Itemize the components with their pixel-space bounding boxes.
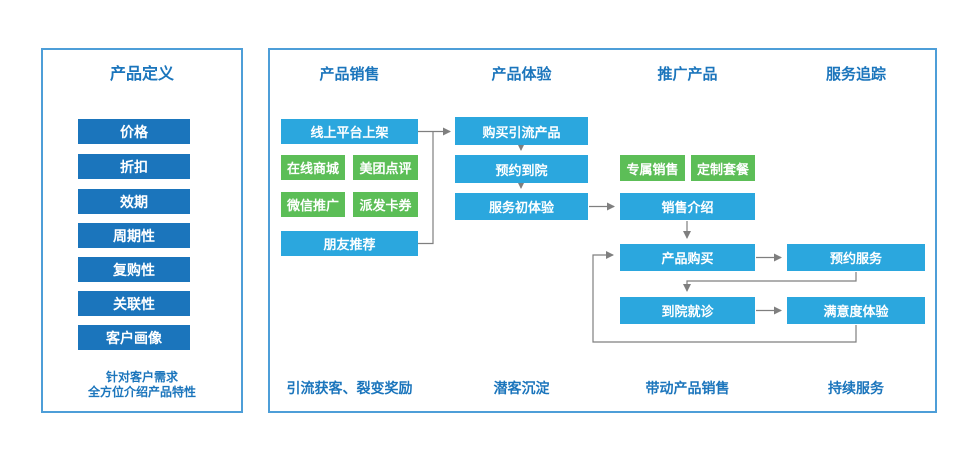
note-line-1: 针对客户需求 xyxy=(105,370,178,384)
node-first-service-experience: 服务初体验 xyxy=(455,193,588,220)
definition-item-customer-profile: 客户画像 xyxy=(78,325,190,350)
node-sales-introduction: 销售介绍 xyxy=(620,193,755,220)
column-footer-continuous-service: 持续服务 xyxy=(828,380,884,396)
column-header-product-sales: 产品销售 xyxy=(319,66,380,83)
node-hospital-visit: 到院就诊 xyxy=(620,297,755,324)
node-custom-package: 定制套餐 xyxy=(691,155,755,181)
column-footer-drive-product-sales: 带动产品销售 xyxy=(645,380,730,396)
node-friend-referral: 朋友推荐 xyxy=(281,231,418,256)
flow-panel xyxy=(268,48,937,413)
node-buy-lead-product: 购买引流产品 xyxy=(455,117,588,145)
node-exclusive-sales: 专属销售 xyxy=(620,155,685,181)
node-wechat-promotion: 微信推广 xyxy=(281,192,345,217)
definition-item-relevance: 关联性 xyxy=(78,291,190,316)
definition-item-periodicity: 周期性 xyxy=(78,223,190,248)
node-meituan-dianping: 美团点评 xyxy=(353,155,418,180)
definition-item-validity: 效期 xyxy=(78,189,190,214)
note-line-2: 全方位介绍产品特性 xyxy=(87,385,196,399)
column-header-service-tracking: 服务追踪 xyxy=(825,66,886,83)
left-panel-title: 产品定义 xyxy=(109,66,174,83)
definition-item-discount: 折扣 xyxy=(78,154,190,179)
node-online-mall: 在线商城 xyxy=(281,155,345,180)
definition-item-price: 价格 xyxy=(78,119,190,144)
definition-item-repurchase: 复购性 xyxy=(78,257,190,282)
node-book-service: 预约服务 xyxy=(787,244,925,271)
left-panel-note: 针对客户需求 全方位介绍产品特性 xyxy=(41,370,243,400)
node-product-purchase: 产品购买 xyxy=(620,244,755,271)
column-footer-lead-acquisition: 引流获客、裂变奖励 xyxy=(286,380,413,396)
column-footer-prospect-settling: 潜客沉淀 xyxy=(493,380,550,396)
node-distribute-coupons: 派发卡券 xyxy=(353,192,418,217)
node-satisfaction-experience: 满意度体验 xyxy=(787,297,925,324)
column-header-product-experience: 产品体验 xyxy=(491,66,552,83)
node-online-platform: 线上平台上架 xyxy=(281,119,418,144)
node-book-visit: 预约到院 xyxy=(455,155,588,183)
column-header-promote-product: 推广产品 xyxy=(657,66,718,83)
